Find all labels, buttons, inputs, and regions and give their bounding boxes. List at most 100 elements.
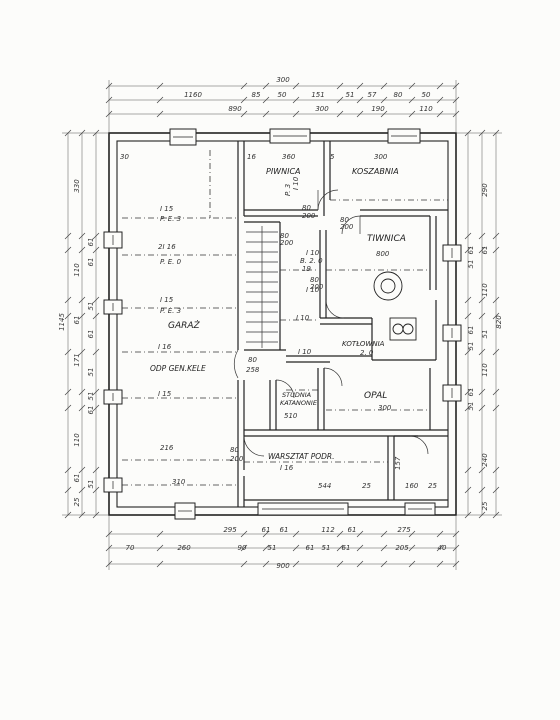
dimension-tick	[240, 96, 248, 104]
dimension-tick	[64, 246, 72, 254]
dim-left3-3: 61	[87, 330, 95, 339]
dimension-tick	[336, 560, 344, 568]
dim-left2-2: 110	[73, 263, 81, 277]
dimension-tick	[464, 129, 472, 137]
note-tiwnica-beam-b: B. 2. 0	[300, 257, 323, 265]
dimension-tick	[105, 96, 113, 104]
dimension-tick	[356, 110, 364, 118]
note-small-160: 160	[405, 482, 419, 490]
dimension-tick	[240, 560, 248, 568]
dim-bot1-6: 275	[397, 526, 411, 534]
room-labels: PIWNICA KOSZABNIA TIWNICA GARAŻ ODP GEN.…	[150, 167, 406, 461]
dimension-tick	[492, 348, 500, 356]
boiler-symbol	[373, 271, 417, 341]
dim-right3-6: 51	[467, 402, 475, 411]
note-tiwnica-beam-c: 19	[302, 265, 311, 273]
dimension-tick	[464, 466, 472, 474]
dim-left3-2: 51	[87, 302, 95, 311]
dimension-text-right: 820 290 61 110 51 110 240 25 61 51 61 51…	[467, 183, 503, 511]
dimension-tick	[436, 530, 444, 538]
dim-bot2-5: 61	[306, 544, 315, 552]
dimension-tick	[492, 296, 500, 304]
dim-right3-5: 61	[467, 388, 475, 397]
dim-left3-6: 51	[87, 480, 95, 489]
note-warsztat-544: 544	[318, 482, 331, 490]
dimension-tick	[92, 511, 100, 519]
dimension-text-top: 300 1160 85 50 151 51 57 80 50 890 300 1…	[184, 76, 433, 113]
note-corner-16: 16	[247, 153, 256, 161]
note-door-3b: 200	[280, 239, 294, 247]
dimension-tick	[436, 82, 444, 90]
dim-top2-5: 51	[346, 91, 355, 99]
dim-bot2-4: 51	[268, 544, 277, 552]
dim-left3-7: 61	[87, 258, 95, 267]
dimension-tick	[105, 544, 113, 552]
dimension-tick	[292, 110, 300, 118]
dimension-tick	[240, 530, 248, 538]
dim-left3-8: 51	[87, 368, 95, 377]
dimension-tick	[262, 530, 270, 538]
dimension-tick	[78, 246, 86, 254]
dimension-tick	[64, 388, 72, 396]
dimension-tick	[408, 530, 416, 538]
dimension-tick	[464, 232, 472, 240]
dim-left3-4: 51	[87, 392, 95, 401]
dimension-tick	[262, 82, 270, 90]
dimension-tick	[64, 312, 72, 320]
dimension-tick	[92, 348, 100, 356]
dimension-tick	[356, 96, 364, 104]
dimension-tick	[492, 388, 500, 396]
dim-right3-1: 61	[467, 246, 475, 255]
dimension-tick	[464, 404, 472, 412]
dim-bot-total: 900	[276, 562, 290, 570]
dimension-tick	[262, 560, 270, 568]
dimension-tick	[240, 544, 248, 552]
dimension-ticks	[64, 82, 500, 568]
note-small-25: 25	[428, 482, 437, 490]
dim-left2-7: 25	[73, 497, 81, 506]
dim-right-total: 820	[495, 315, 503, 329]
dim-top2-3: 50	[278, 91, 287, 99]
dimension-tick	[464, 348, 472, 356]
dimension-tick	[156, 96, 164, 104]
dimension-tick	[478, 232, 486, 240]
dim-right2-5: 110	[481, 363, 489, 377]
note-door-5: 80	[248, 356, 257, 364]
dimension-tick	[478, 246, 486, 254]
dimension-tick	[408, 82, 416, 90]
dim-right2-1: 290	[481, 183, 489, 197]
dimension-tick	[478, 348, 486, 356]
note-wall-5: 5	[330, 153, 335, 161]
dimension-tick	[492, 486, 500, 494]
dimension-text-left: 1145 330 110 61 171 110 61 25 61 51 61 5…	[58, 179, 95, 507]
dimension-tick	[64, 404, 72, 412]
dimension-tick	[492, 511, 500, 519]
dimension-tick	[64, 466, 72, 474]
dim-bot2-8: 205	[395, 544, 409, 552]
dimension-tick	[78, 404, 86, 412]
dimension-tick	[92, 296, 100, 304]
note-garage-beam-2: 2I 16	[158, 243, 176, 251]
dimension-tick	[92, 486, 100, 494]
dimension-tick	[408, 110, 416, 118]
dimension-tick	[64, 232, 72, 240]
room-label-piwnica: PIWNICA	[266, 167, 301, 176]
dimension-tick	[436, 110, 444, 118]
dim-left3-5: 61	[87, 406, 95, 415]
dimension-tick	[292, 96, 300, 104]
dim-bot2-6: 51	[322, 544, 331, 552]
dimension-tick	[478, 296, 486, 304]
dim-right2-3: 110	[481, 283, 489, 297]
dimension-tick	[240, 110, 248, 118]
dimension-tick	[105, 110, 113, 118]
dim-right3-3: 61	[467, 326, 475, 335]
note-studnia: 510	[284, 412, 298, 420]
note-door-5b: 258	[246, 366, 260, 374]
dimension-tick	[92, 232, 100, 240]
room-label-opal: OPAL	[364, 391, 387, 401]
note-koszabnia-300: 300	[374, 153, 388, 161]
dimension-tick	[408, 544, 416, 552]
dim-top3-2: 300	[315, 105, 329, 113]
dimension-tick	[64, 348, 72, 356]
